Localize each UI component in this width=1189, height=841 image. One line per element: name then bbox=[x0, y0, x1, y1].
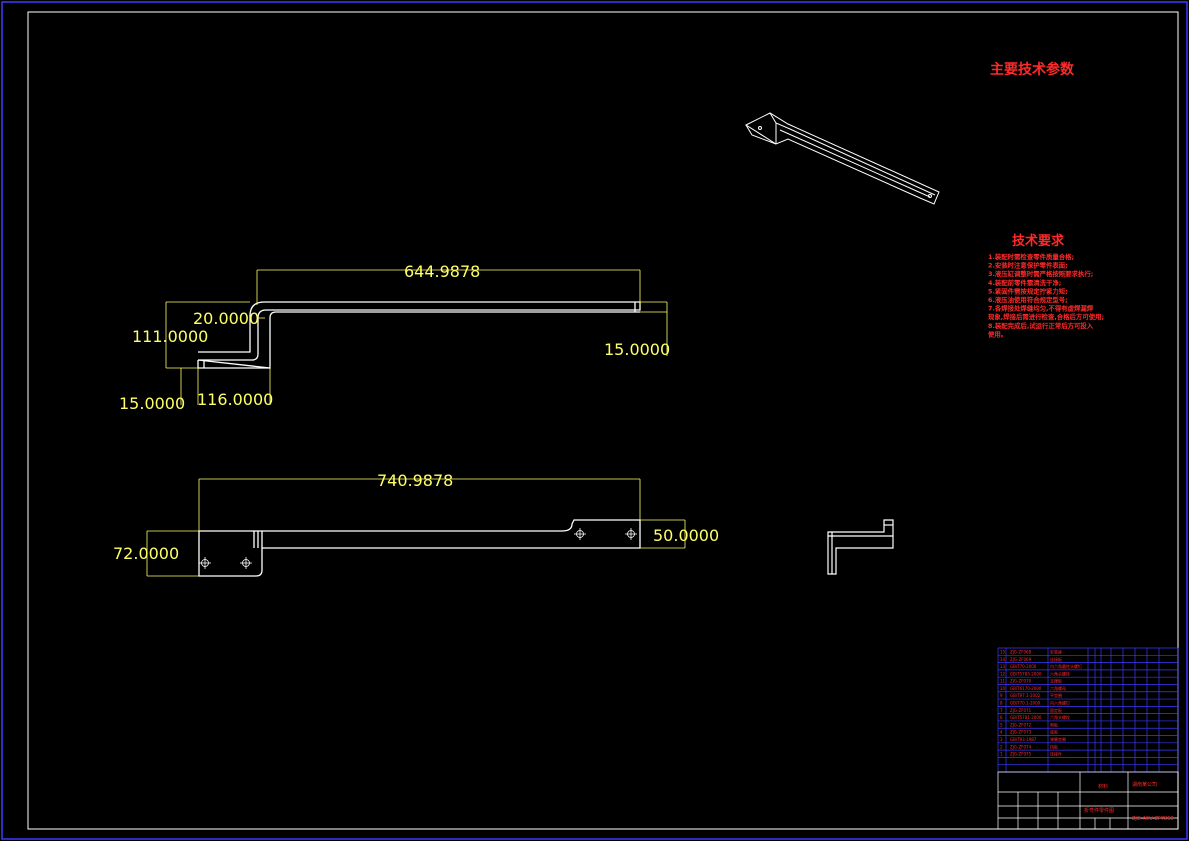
bom-row-code: GB/T93-1987 bbox=[1010, 737, 1037, 742]
bom-row-number: 7 bbox=[1000, 708, 1003, 713]
top-view-dimension-lines bbox=[165, 269, 668, 405]
title-material: 材料 bbox=[1098, 783, 1108, 790]
side-view bbox=[827, 519, 894, 575]
inner-frame bbox=[27, 11, 1179, 830]
isometric-view bbox=[744, 112, 940, 205]
bom-row-code: ZJG-ZF069 bbox=[1010, 657, 1032, 662]
bom-row-name: 内六角圆柱头螺钉 bbox=[1050, 663, 1082, 669]
bom-row-code: ZJG-ZF070 bbox=[1010, 679, 1032, 684]
bom-row-name: 安装座 bbox=[1050, 648, 1062, 654]
bom-row-number: 3 bbox=[1000, 737, 1003, 742]
top-view: 644.9878 20.0000 111.0000 15.0000 15.000… bbox=[119, 262, 670, 413]
dim-top-length: 644.9878 bbox=[404, 262, 480, 281]
bom-row-name: 支撑板 bbox=[1050, 678, 1062, 684]
bom-row-number: 6 bbox=[1000, 715, 1003, 720]
bom-row-name: 六角螺母 bbox=[1050, 685, 1066, 691]
dim-top-right-thick: 15.0000 bbox=[604, 340, 670, 359]
bom-row-code: GB/T97.1-2002 bbox=[1010, 693, 1041, 698]
bom-row-number: 2 bbox=[1000, 744, 1003, 749]
dim-bottom-left-width: 72.0000 bbox=[113, 544, 179, 563]
bottom-view: 740.9878 72.0000 50.0000 bbox=[113, 471, 719, 577]
tech-req-line: 6.液压油使用符合规定型号; bbox=[988, 295, 1068, 304]
dim-bottom-length: 740.9878 bbox=[377, 471, 453, 490]
bom-row-number: 9 bbox=[1000, 693, 1003, 698]
bom-row-name: 弹簧垫圈 bbox=[1050, 736, 1066, 742]
bom-row-number: 1 bbox=[1000, 752, 1003, 757]
tech-req-line: 8.装配完成后,试运行正常后方可投入 bbox=[988, 321, 1094, 330]
params-heading: 主要技术参数 bbox=[990, 61, 1075, 78]
tech-req-line: 7.各焊接处焊缝均匀,不得有虚焊漏焊 bbox=[988, 304, 1094, 313]
tech-req-line: 3.液压缸调整时需严格按照要求执行; bbox=[988, 269, 1093, 278]
bom-row-name: 六角头螺栓 bbox=[1050, 670, 1070, 676]
bom-row-code: ZJG-ZF073 bbox=[1010, 730, 1032, 735]
dim-top-height: 111.0000 bbox=[132, 327, 208, 346]
bom-row-number: 14 bbox=[1000, 657, 1006, 662]
bom-row-number: 13 bbox=[1000, 664, 1006, 669]
bom-row-code: GB/T70-2000 bbox=[1010, 664, 1037, 669]
bom-row-code: GB/T6170-2000 bbox=[1010, 686, 1042, 691]
bom-row-name: 内六角螺钉 bbox=[1050, 700, 1070, 706]
bom-row-name: 六角头螺栓 bbox=[1050, 714, 1070, 720]
bottom-view-dimension-lines bbox=[146, 478, 686, 577]
bom-row-number: 4 bbox=[1000, 730, 1003, 735]
bom-row-code: ZJG-ZF075 bbox=[1010, 752, 1032, 757]
bom-row-code: ZJG-ZF072 bbox=[1010, 722, 1032, 727]
bom-row-code: GB/T5783-2000 bbox=[1010, 671, 1042, 676]
bom-row-number: 10 bbox=[1000, 686, 1006, 691]
bom-row-name: 固定板 bbox=[1050, 707, 1062, 713]
bom-row-code: GB/T70.1-2000 bbox=[1010, 701, 1041, 706]
tech-req-line: 1.装配时需检查零件质量合格; bbox=[988, 252, 1074, 261]
bom-row-name: 连接板 bbox=[1050, 656, 1062, 662]
bom-row-number: 12 bbox=[1000, 671, 1006, 676]
tech-requirements: 技术要求 1.装配时需检查零件质量合格;2.安装时注意保护零件表面;3.液压缸调… bbox=[987, 233, 1104, 338]
tech-req-line: 5.紧固件需按规定拧紧力矩; bbox=[988, 286, 1068, 295]
dim-top-left-thick: 15.0000 bbox=[119, 394, 185, 413]
bom-row-name: 挡板 bbox=[1050, 743, 1058, 749]
bom-row-number: 15 bbox=[1000, 649, 1006, 654]
bom-row-number: 11 bbox=[1000, 679, 1006, 684]
top-view-outline bbox=[197, 301, 641, 369]
bom-row-name: 底板 bbox=[1050, 729, 1058, 735]
title-drawing-name: 折弯件零件图 bbox=[1084, 807, 1114, 814]
tech-req-line: 2.安装时注意保护零件表面; bbox=[988, 261, 1068, 270]
tech-req-line: 4.装配前零件需清洗干净; bbox=[988, 278, 1061, 287]
title-company: 湖南某公司 bbox=[1132, 781, 1157, 788]
bom-row-code: GB/T5781-2000 bbox=[1010, 715, 1042, 720]
bom-row-code: ZJG-ZF071 bbox=[1010, 708, 1032, 713]
dim-top-short-leg: 116.0000 bbox=[197, 390, 273, 409]
tech-req-line: 现象,焊接后需进行检查,合格后方可使用; bbox=[988, 312, 1104, 321]
bom-row-name: 连接件 bbox=[1050, 751, 1062, 757]
bom-row-number: 5 bbox=[1000, 722, 1003, 727]
title-drawing-code: ZJG-A0U-ZF7868 bbox=[1132, 816, 1174, 822]
bom-row-number: 8 bbox=[1000, 701, 1003, 706]
bom-row-code: ZJG-ZF074 bbox=[1010, 744, 1032, 749]
bottom-view-outline bbox=[198, 519, 641, 577]
bom-row-code: ZJG-ZF068 bbox=[1010, 649, 1032, 654]
tech-req-line: 使用。 bbox=[987, 329, 1007, 338]
bom-row-name: 平垫圈 bbox=[1050, 692, 1062, 698]
dim-top-bend: 20.0000 bbox=[193, 309, 259, 328]
tech-req-title: 技术要求 bbox=[1012, 233, 1065, 249]
mounting-holes bbox=[199, 528, 637, 569]
dim-bottom-right-width: 50.0000 bbox=[653, 526, 719, 545]
bom-row-name: 侧板 bbox=[1050, 721, 1058, 727]
